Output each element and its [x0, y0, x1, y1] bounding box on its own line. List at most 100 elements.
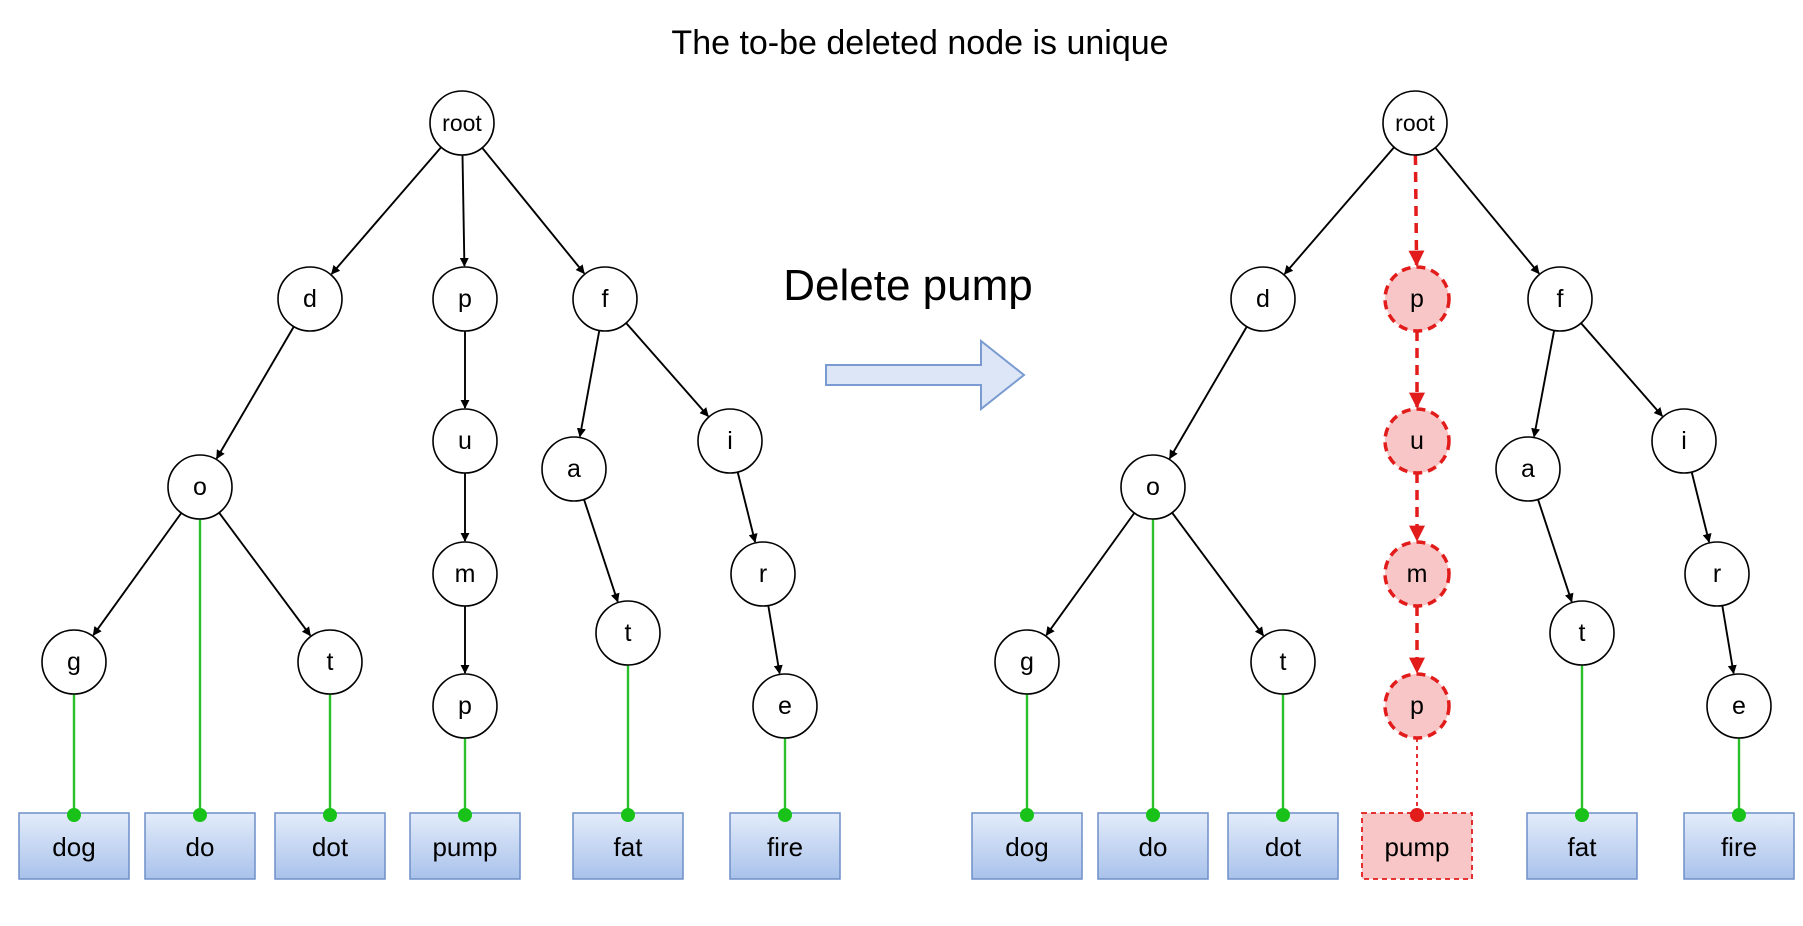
node-label: p [458, 285, 472, 313]
node-circle [1250, 629, 1316, 695]
node-circle [1706, 673, 1772, 739]
word-box-do [144, 812, 256, 880]
node-r: r [730, 541, 796, 607]
leaf-anchor-dot [193, 808, 207, 822]
deleted-word-box-pump [1361, 812, 1473, 880]
node-t2: t [1549, 600, 1615, 666]
word-label-fat: fat [1568, 832, 1598, 862]
node-t1: t [1250, 629, 1316, 695]
deleted-node-u: u [1383, 407, 1451, 475]
node-circle [1549, 600, 1615, 666]
node-circle [1651, 408, 1717, 474]
edge-root-f [1434, 147, 1540, 275]
edge-d-o [1168, 326, 1248, 460]
leaf-anchor-dot [458, 808, 472, 822]
word-label-do: do [1139, 832, 1168, 862]
node-label: g [1020, 648, 1034, 676]
word-label-fire: fire [1721, 832, 1757, 862]
node-label: i [727, 427, 733, 455]
deleted-node-m: m [1383, 540, 1451, 608]
node-label: m [1407, 560, 1428, 588]
deleted-node-p2: p [1383, 672, 1451, 740]
node-label: r [1713, 560, 1721, 588]
node-p2: p [432, 673, 498, 739]
deleted-node-p1: p [1383, 265, 1451, 333]
word-box-dot [274, 812, 386, 880]
node-circle [1383, 407, 1451, 475]
node-label: d [303, 285, 317, 313]
node-label: t [1579, 619, 1586, 647]
leaf-anchor-dot [1146, 808, 1160, 822]
edge-root-d [330, 146, 442, 275]
node-label: o [193, 473, 207, 501]
edge-root-d [1283, 146, 1395, 275]
leaf-anchor-dot [67, 808, 81, 822]
node-label: e [1732, 692, 1746, 720]
word-box-dog [18, 812, 130, 880]
node-g: g [41, 629, 107, 695]
node-m: m [432, 541, 498, 607]
word-label-dog: dog [52, 832, 95, 862]
node-circle [1495, 436, 1561, 502]
word-box-fire [1683, 812, 1795, 880]
node-label: i [1681, 427, 1687, 455]
node-o: o [1120, 454, 1186, 520]
node-circle [1120, 454, 1186, 520]
leaf-anchor-dot [1410, 808, 1424, 822]
word-label-fire: fire [767, 832, 803, 862]
node-root: root [429, 90, 495, 156]
edge-o-g [1045, 512, 1136, 636]
node-circle [1230, 266, 1296, 332]
node-circle [1383, 672, 1451, 740]
node-circle [595, 600, 661, 666]
node-circle [432, 541, 498, 607]
node-t2: t [595, 600, 661, 666]
word-label-dot: dot [1265, 832, 1302, 862]
node-circle [41, 629, 107, 695]
node-r: r [1684, 541, 1750, 607]
edge-f-i [625, 322, 709, 417]
node-a: a [1495, 436, 1561, 502]
node-o: o [167, 454, 233, 520]
node-label: t [327, 648, 334, 676]
node-label: o [1146, 473, 1160, 501]
node-label: m [455, 560, 476, 588]
word-label-dog: dog [1005, 832, 1048, 862]
word-box-fire [729, 812, 841, 880]
node-label: d [1256, 285, 1270, 313]
word-label-do: do [186, 832, 215, 862]
edge-o-t1 [218, 512, 312, 637]
edge-r-e [1721, 605, 1737, 675]
node-f: f [572, 266, 638, 332]
leaf-anchor-dot [621, 808, 635, 822]
node-circle [1527, 266, 1593, 332]
word-box-fat [1526, 812, 1638, 880]
edge-layer [92, 146, 783, 675]
leaf-anchor-dot [1732, 808, 1746, 822]
word-box-dog [971, 812, 1083, 880]
node-root: root [1382, 90, 1448, 156]
edge-i-r [1690, 471, 1712, 543]
node-i: i [1651, 408, 1717, 474]
node-circle [1383, 540, 1451, 608]
node-label: g [67, 648, 81, 676]
leaf-anchor-dot [323, 808, 337, 822]
node-p1: p [432, 266, 498, 332]
node-circle [432, 673, 498, 739]
node-circle [1684, 541, 1750, 607]
edge-f-a [576, 330, 601, 438]
leaf-anchor-dot [1575, 808, 1589, 822]
word-box-pump [409, 812, 521, 880]
node-circle [994, 629, 1060, 695]
node-circle [541, 436, 607, 502]
edge-o-g [92, 512, 183, 636]
edge-a-t2 [1537, 499, 1574, 603]
node-label: root [1395, 110, 1435, 136]
node-label: t [1280, 648, 1287, 676]
edge-root-f [481, 147, 585, 275]
